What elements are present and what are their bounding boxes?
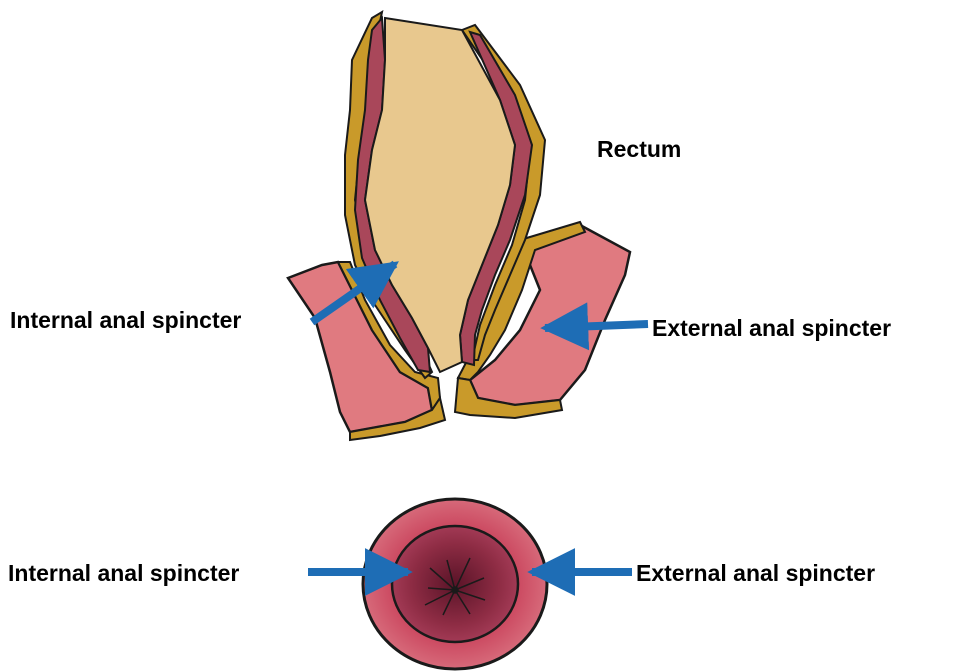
label-internal-sphincter-bottom: Internal anal spincter (8, 560, 239, 586)
label-internal-sphincter-top: Internal anal spincter (10, 307, 241, 333)
label-external-sphincter-bottom: External anal spincter (636, 560, 875, 586)
label-rectum: Rectum (597, 136, 681, 162)
internal-sphincter-ring (392, 526, 518, 642)
anal-ring-view (363, 499, 547, 669)
arrow-external-top (545, 324, 648, 328)
rectum-cross-section (288, 12, 630, 440)
label-external-sphincter-top: External anal spincter (652, 315, 891, 341)
